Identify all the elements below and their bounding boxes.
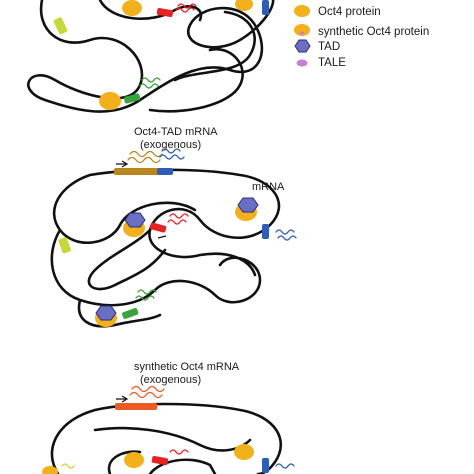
blue-transgene-locus: [157, 168, 173, 175]
tad-domain: [95, 305, 117, 321]
oct4-protein: [42, 466, 58, 474]
mrna-transcript: [129, 391, 163, 399]
legend-synthetic-oct4-protein: synthetic Oct4 protein: [318, 26, 429, 38]
transcription-arrow: [116, 395, 129, 403]
blue-gene-locus: [262, 458, 269, 473]
red-gene-locus: [156, 7, 174, 18]
blue-gene-locus: [262, 224, 269, 239]
green-gene-locus: [122, 308, 139, 319]
oct4-protein: [122, 0, 142, 16]
mrna-transcript: [141, 77, 161, 83]
mrna-transcript: [131, 385, 165, 393]
oct4-protein-icon: [294, 5, 310, 17]
tad-domain: [237, 197, 259, 213]
oct4-tad-mrna-caption: Oct4-TAD mRNA: [134, 126, 218, 138]
panel-top: [27, 0, 275, 113]
synthetic-oct4-protein-icon: [294, 24, 310, 36]
mrna-transcript: [177, 3, 197, 9]
legend-oct4-protein: Oct4 protein: [318, 6, 381, 18]
green-gene-locus: [123, 93, 141, 104]
tad-icon: [294, 39, 311, 53]
panel-middle: Oct4-TAD mRNA (exogenous) mRNA: [50, 126, 297, 328]
chromatin-fiber: [27, 0, 275, 113]
chromatin-fiber: [50, 402, 282, 474]
mrna-transcript: [137, 289, 157, 295]
legend-tale: TALE: [318, 57, 346, 69]
yellow-gene-locus: [58, 237, 71, 254]
panel-bottom: synthetic Oct4 mRNA (exogenous): [42, 361, 295, 474]
mrna-transcript: [277, 235, 297, 241]
transcription-arrow: [157, 235, 167, 239]
legend-tad: TAD: [318, 41, 340, 53]
chromatin-fiber: [173, 10, 256, 82]
mrna-transcript: [175, 7, 195, 13]
oct4-protein: [234, 444, 254, 460]
tale-icon: [296, 59, 308, 67]
mrna-transcript: [61, 463, 75, 469]
oct4-protein: [99, 92, 121, 110]
mrna-transcript: [127, 156, 161, 164]
synthetic-oct4-mrna-caption-sub: (exogenous): [140, 374, 201, 386]
yellow-gene-locus: [53, 17, 68, 35]
mrna-transcript: [129, 150, 163, 158]
chromatin-fiber: [50, 168, 281, 328]
red-gene-locus: [149, 222, 167, 233]
blue-gene-locus: [262, 0, 269, 15]
orange-transgene-locus: [115, 403, 157, 410]
mrna-transcript: [159, 154, 185, 160]
mrna-transcript: [139, 83, 159, 89]
mrna-transcript: [167, 219, 187, 225]
red-gene-locus: [151, 455, 169, 466]
mrna-transcript: [169, 213, 189, 219]
gold-transgene-locus: [114, 168, 159, 175]
oct4-tad-mrna-caption-sub: (exogenous): [140, 139, 201, 151]
mrna-transcript: [275, 229, 295, 235]
oct4-protein: [235, 0, 253, 11]
oct4-protein: [124, 452, 144, 468]
mrna-transcript: [161, 148, 181, 154]
tad-domain: [124, 212, 146, 228]
mrna-label: mRNA: [252, 181, 285, 193]
mrna-transcript: [135, 295, 155, 301]
legend: Oct4 protein synthetic Oct4 protein TAD …: [294, 5, 429, 69]
mrna-transcript: [275, 463, 295, 469]
transcription-arrow: [116, 160, 129, 168]
chromatin-fiber: [87, 228, 167, 291]
mrna-transcript: [169, 449, 189, 455]
synthetic-oct4-mrna-caption: synthetic Oct4 mRNA: [134, 361, 240, 373]
